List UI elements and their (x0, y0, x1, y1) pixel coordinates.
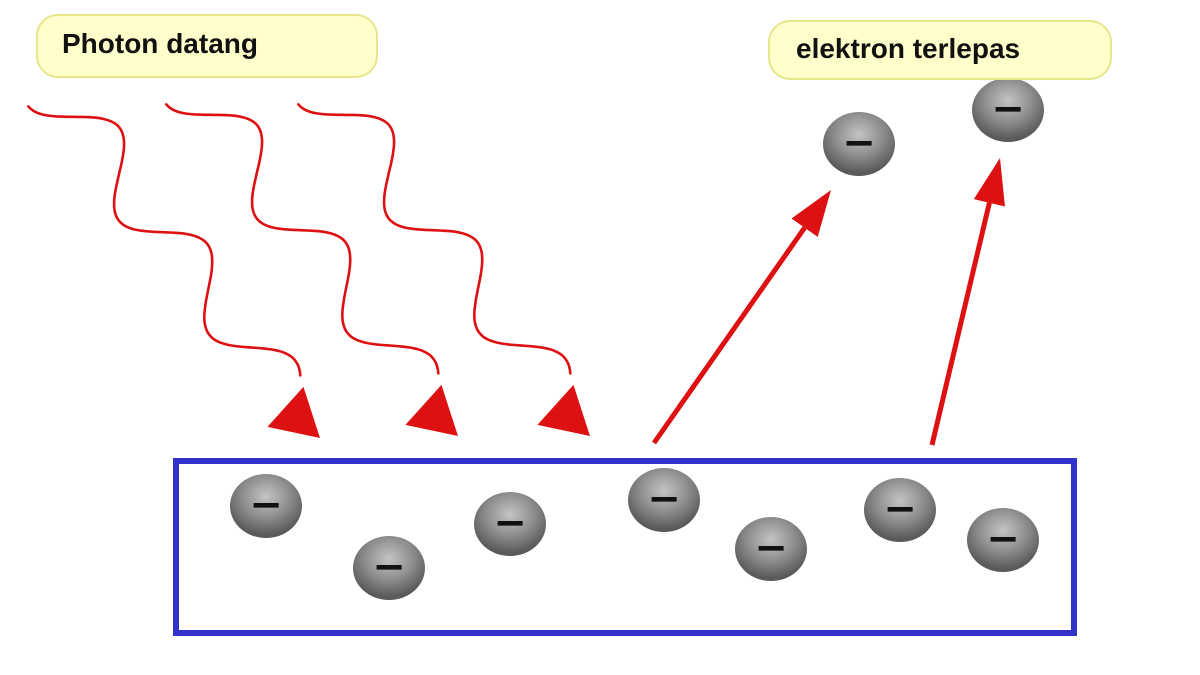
released-electron-2: − (972, 78, 1044, 142)
metal-plate (173, 458, 1077, 636)
electron-minus-icon: − (754, 525, 788, 571)
released-electron-1: − (823, 112, 895, 176)
electron-in-metal-3: − (474, 492, 546, 556)
photon-arrowhead-2 (405, 384, 458, 436)
emission-arrow-2 (929, 158, 1005, 446)
electron-in-metal-2: − (353, 536, 425, 600)
incoming-photons (27, 103, 590, 438)
electron-in-metal-5: − (735, 517, 807, 581)
electron-minus-icon: − (647, 476, 681, 522)
emission-arrow-1 (651, 190, 831, 445)
emitted-electron-paths (651, 158, 1005, 446)
electron-in-metal-6: − (864, 478, 936, 542)
photon-incoming-label: Photon datang (36, 14, 378, 78)
electron-minus-icon: − (986, 516, 1020, 562)
photon-arrowhead-3 (537, 384, 590, 436)
electron-minus-icon: − (883, 486, 917, 532)
electron-minus-icon: − (372, 544, 406, 590)
photon-wave-1 (27, 105, 320, 438)
electron-released-text: elektron terlepas (796, 33, 1021, 64)
photon-wave-2 (165, 103, 458, 436)
photon-arrowhead-1 (267, 386, 320, 438)
electron-in-metal-4: − (628, 468, 700, 532)
photon-wave-3 (297, 103, 590, 436)
electron-in-metal-1: − (230, 474, 302, 538)
electron-minus-icon: − (493, 500, 527, 546)
electron-in-metal-7: − (967, 508, 1039, 572)
electron-minus-icon: − (249, 482, 283, 528)
electrons: − − − − − − − − − (230, 78, 1044, 600)
photon-incoming-text: Photon datang (62, 28, 258, 59)
electron-minus-icon: − (842, 120, 876, 166)
electron-released-label: elektron terlepas (768, 20, 1112, 80)
electron-minus-icon: − (991, 86, 1025, 132)
